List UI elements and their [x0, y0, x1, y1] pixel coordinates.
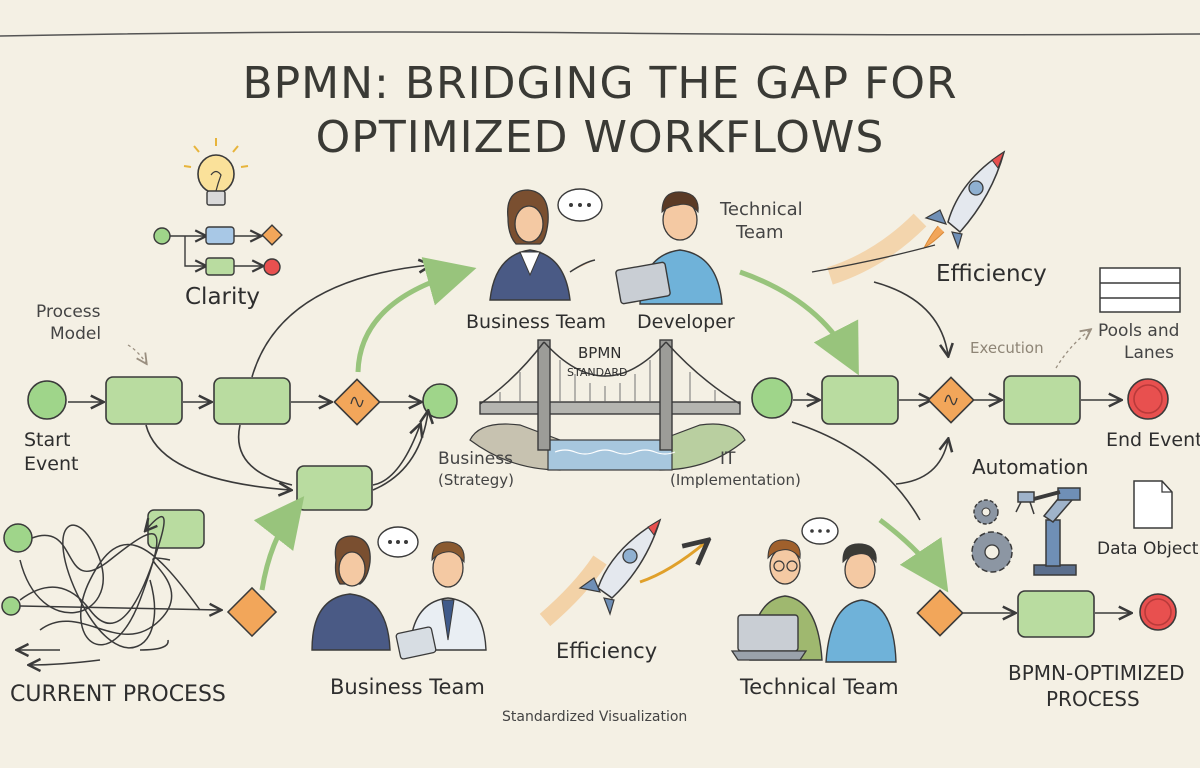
green-arrow-3 — [739, 269, 859, 376]
start-event — [27, 380, 67, 420]
execution-arrow — [1055, 330, 1090, 369]
efficiency-label-top: Efficiency — [936, 261, 1047, 287]
gear-icon — [971, 499, 1013, 573]
task-3 — [296, 465, 373, 511]
standard-label: STANDARD — [567, 366, 628, 379]
title-line-1: BPMN: BRIDGING THE GAP FOR — [242, 58, 958, 109]
clarity-label: Clarity — [185, 284, 261, 310]
pools-lanes-icon — [1099, 267, 1181, 313]
current-gateway — [226, 586, 278, 638]
top-border — [0, 31, 1200, 37]
rocket-icon-2 — [539, 518, 706, 627]
technical-team-label-bottom: Technical Team — [740, 675, 899, 699]
efficiency-label-bottom: Efficiency — [556, 639, 658, 663]
mini-process-diagram — [153, 224, 283, 276]
task-1 — [105, 376, 183, 425]
it-label: IT — [720, 449, 736, 469]
end-event-label: End Event — [1106, 429, 1200, 451]
green-arrow-up — [355, 257, 477, 373]
green-arrow-2 — [253, 496, 305, 591]
lightbulb-icon — [183, 138, 249, 206]
document-icon — [1133, 480, 1173, 529]
developer-icon — [615, 191, 723, 305]
as-is-flow — [27, 265, 458, 511]
data-object-label: Data Object — [1097, 539, 1199, 559]
process-model-label-2: Model — [50, 324, 102, 344]
developer-label: Developer — [637, 311, 735, 333]
green-arrow-4 — [878, 518, 949, 593]
business-person-icon — [489, 189, 596, 301]
business-label: Business — [438, 449, 513, 469]
robot-arm-icon — [1015, 487, 1081, 576]
task-2 — [213, 377, 291, 425]
execution-label: Execution — [970, 339, 1044, 357]
current-process-tangle — [1, 509, 220, 665]
business-team-label-top: Business Team — [466, 311, 607, 333]
rocket-icon — [827, 150, 1006, 285]
process-model-label-1: Process — [36, 302, 101, 322]
efficiency-arrow — [811, 244, 936, 273]
start-event-label-1: Start — [24, 429, 71, 451]
title-line-2: OPTIMIZED WORKFLOWS — [315, 112, 885, 163]
bpmn-label: BPMN — [578, 344, 622, 362]
implementation-label: (Implementation) — [670, 471, 801, 489]
annotation-arrow — [127, 344, 146, 363]
pools-lanes-label-2: Lanes — [1124, 343, 1174, 363]
technical-team-bottom-icon — [730, 539, 897, 663]
business-team-label-bottom: Business Team — [330, 675, 485, 699]
speech-bubble-icon — [557, 188, 603, 222]
standardized-visualization-label: Standardized Visualization — [502, 709, 688, 725]
strategy-label: (Strategy) — [438, 471, 514, 489]
business-team-bottom-icon — [311, 535, 487, 660]
pools-lanes-label-1: Pools and — [1098, 321, 1180, 341]
current-process-label: CURRENT PROCESS — [10, 682, 226, 707]
speech-bubble-icon-2 — [377, 526, 419, 558]
optimized-label-2: PROCESS — [1046, 687, 1140, 711]
optimized-flow — [751, 281, 1177, 638]
technical-team-label-2: Team — [736, 222, 784, 243]
automation-label: Automation — [972, 455, 1089, 479]
technical-team-label-1: Technical — [720, 199, 803, 220]
speech-bubble-icon-3 — [801, 517, 839, 545]
start-event-label-2: Event — [24, 453, 79, 475]
optimized-label-1: BPMN-OPTIMIZED — [1008, 661, 1185, 685]
bridge-icon — [469, 339, 746, 471]
